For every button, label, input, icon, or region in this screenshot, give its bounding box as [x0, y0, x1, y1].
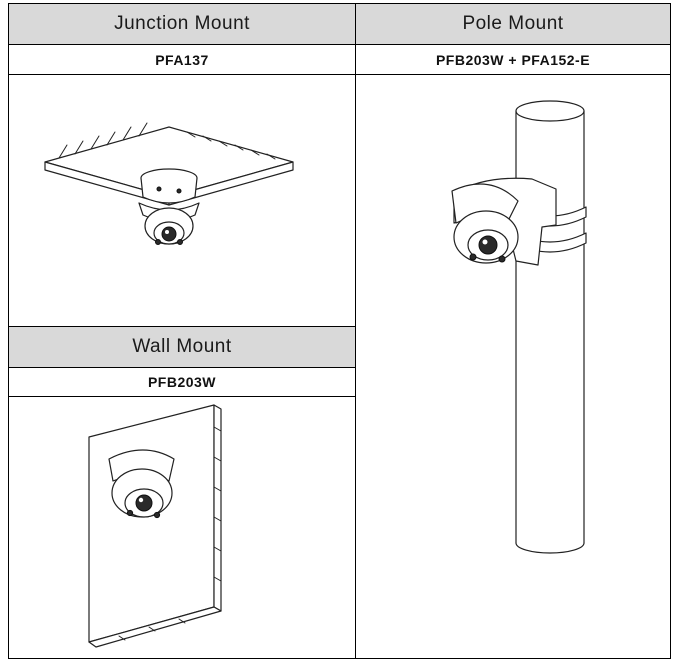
- junction-mount-part-row: PFA137: [8, 44, 356, 75]
- pole-mount-part-row: PFB203W + PFA152-E: [355, 44, 671, 75]
- pole-mount-illustration-cell: [355, 74, 671, 659]
- pole-mount-header: Pole Mount: [355, 3, 671, 45]
- ceiling-junction-camera-illustration: [44, 122, 294, 245]
- wall-mount-title: Wall Mount: [132, 336, 232, 357]
- wall-mount-part-row: PFB203W: [8, 367, 356, 397]
- junction-mount-part-number: PFA137: [155, 51, 209, 68]
- wall-mount-illustration-cell: [8, 396, 356, 659]
- pole-mount-part-number: PFB203W + PFA152-E: [435, 51, 591, 68]
- junction-mount-title: Junction Mount: [114, 13, 250, 34]
- junction-mount-header: Junction Mount: [8, 3, 356, 45]
- pole-mount-title: Pole Mount: [462, 13, 564, 34]
- wall-mount-camera-illustration: [88, 404, 222, 648]
- junction-mount-illustration-cell: [8, 74, 356, 327]
- pole-mount-camera-illustration: [451, 100, 587, 554]
- wall-mount-header: Wall Mount: [8, 326, 356, 368]
- wall-mount-part-number: PFB203W: [147, 374, 217, 390]
